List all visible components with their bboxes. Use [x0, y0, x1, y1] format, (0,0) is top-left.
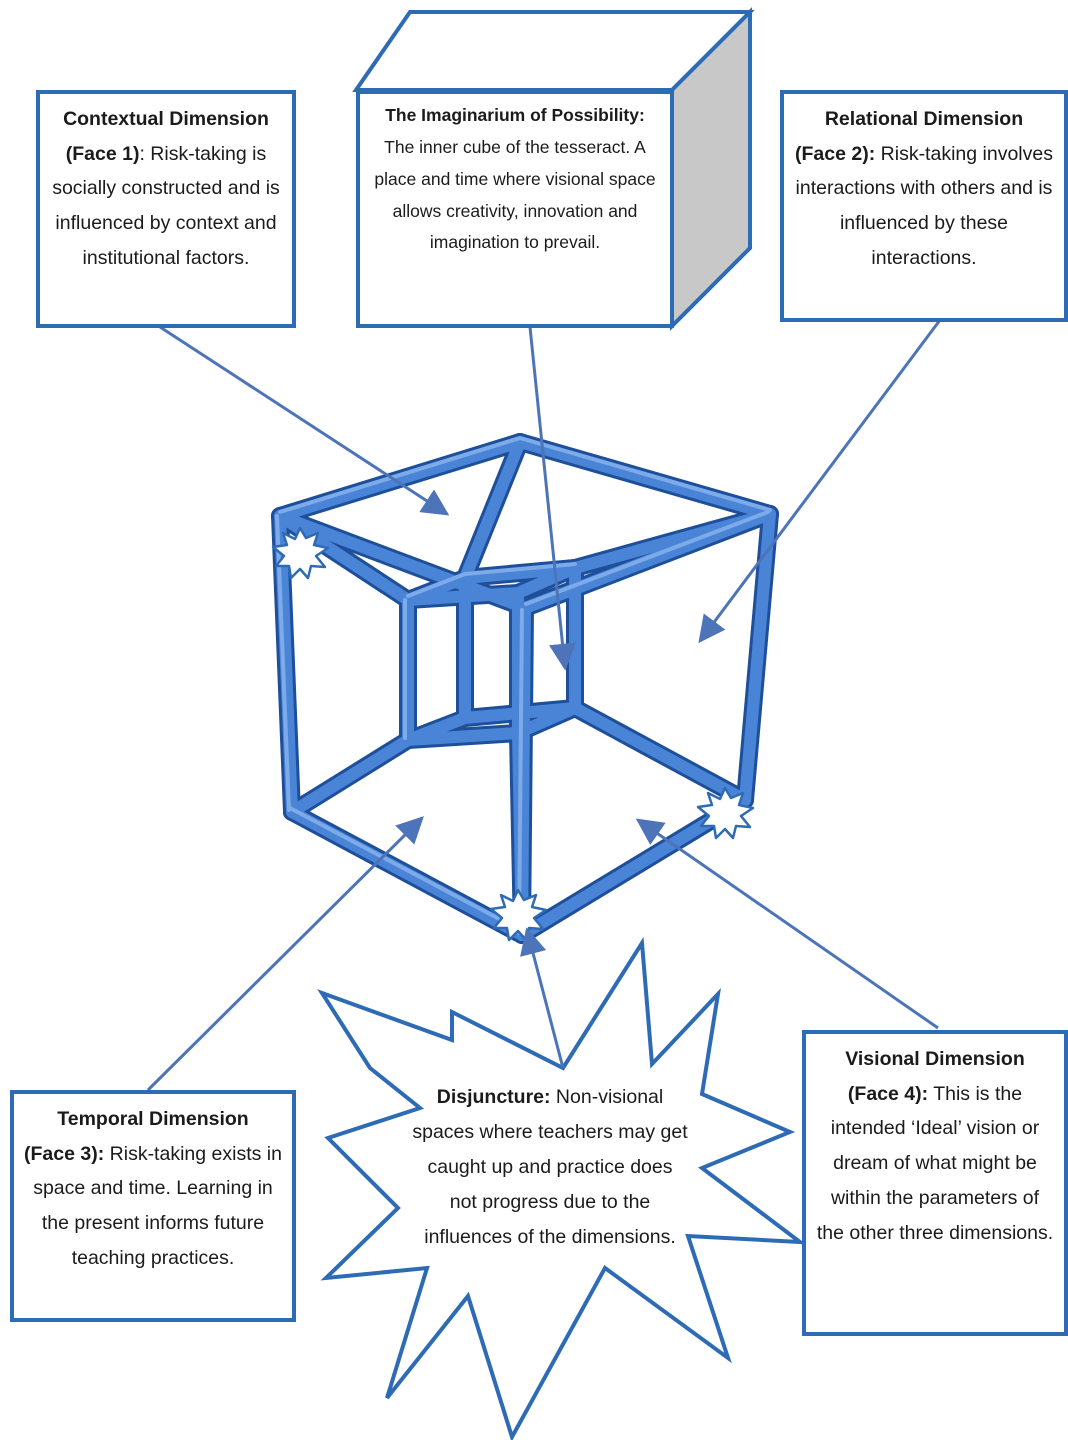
- arrow-temporal: [146, 816, 424, 1092]
- contextual-title: Contextual Dimension: [63, 108, 269, 130]
- imaginarium-box: The Imaginarium of Possibility: The inne…: [356, 90, 674, 328]
- relational-face: (Face 2):: [795, 142, 876, 165]
- arrow-contextual: [159, 325, 450, 516]
- arrow-imaginarium: [528, 326, 576, 671]
- contextual-dimension-box: Contextual Dimension (Face 1): Risk-taki…: [36, 90, 296, 328]
- imaginarium-title: The Imaginarium of Possibility:: [385, 105, 645, 125]
- temporal-face: (Face 3):: [24, 1142, 105, 1165]
- contextual-face: (Face 1): [65, 142, 140, 165]
- tesseract: [271, 433, 779, 944]
- visional-title: Visional Dimension: [845, 1048, 1025, 1070]
- visional-dimension-box: Visional Dimension (Face 4): This is the…: [802, 1030, 1068, 1336]
- disjuncture-text-block: Disjuncture: Non-visional spaces where t…: [412, 1080, 688, 1255]
- imaginarium-text: The inner cube of the tesseract. A place…: [374, 136, 656, 253]
- temporal-title: Temporal Dimension: [57, 1108, 249, 1130]
- arrow-disjuncture: [520, 927, 565, 1069]
- relational-text: Risk-taking involves interactions with o…: [795, 142, 1053, 269]
- arrow-relational: [698, 319, 942, 644]
- disjuncture-text: Non-visional spaces where teachers may g…: [412, 1086, 688, 1249]
- burst-top-left: [271, 526, 330, 580]
- burst-right: [696, 786, 755, 840]
- arrow-visional: [635, 818, 939, 1030]
- contextual-text: : Risk-taking is socially constructed an…: [52, 142, 280, 269]
- temporal-dimension-box: Temporal Dimension (Face 3): Risk-taking…: [10, 1090, 296, 1322]
- temporal-text: Risk-taking exists in space and time. Le…: [33, 1142, 282, 1269]
- relational-dimension-box: Relational Dimension (Face 2): Risk-taki…: [780, 90, 1068, 322]
- visional-text: This is the intended ‘Ideal’ vision or d…: [816, 1082, 1054, 1244]
- visional-face: (Face 4):: [847, 1082, 929, 1105]
- disjuncture-star: [317, 936, 807, 1440]
- disjuncture-title: Disjuncture:: [436, 1086, 551, 1108]
- relational-title: Relational Dimension: [824, 108, 1024, 130]
